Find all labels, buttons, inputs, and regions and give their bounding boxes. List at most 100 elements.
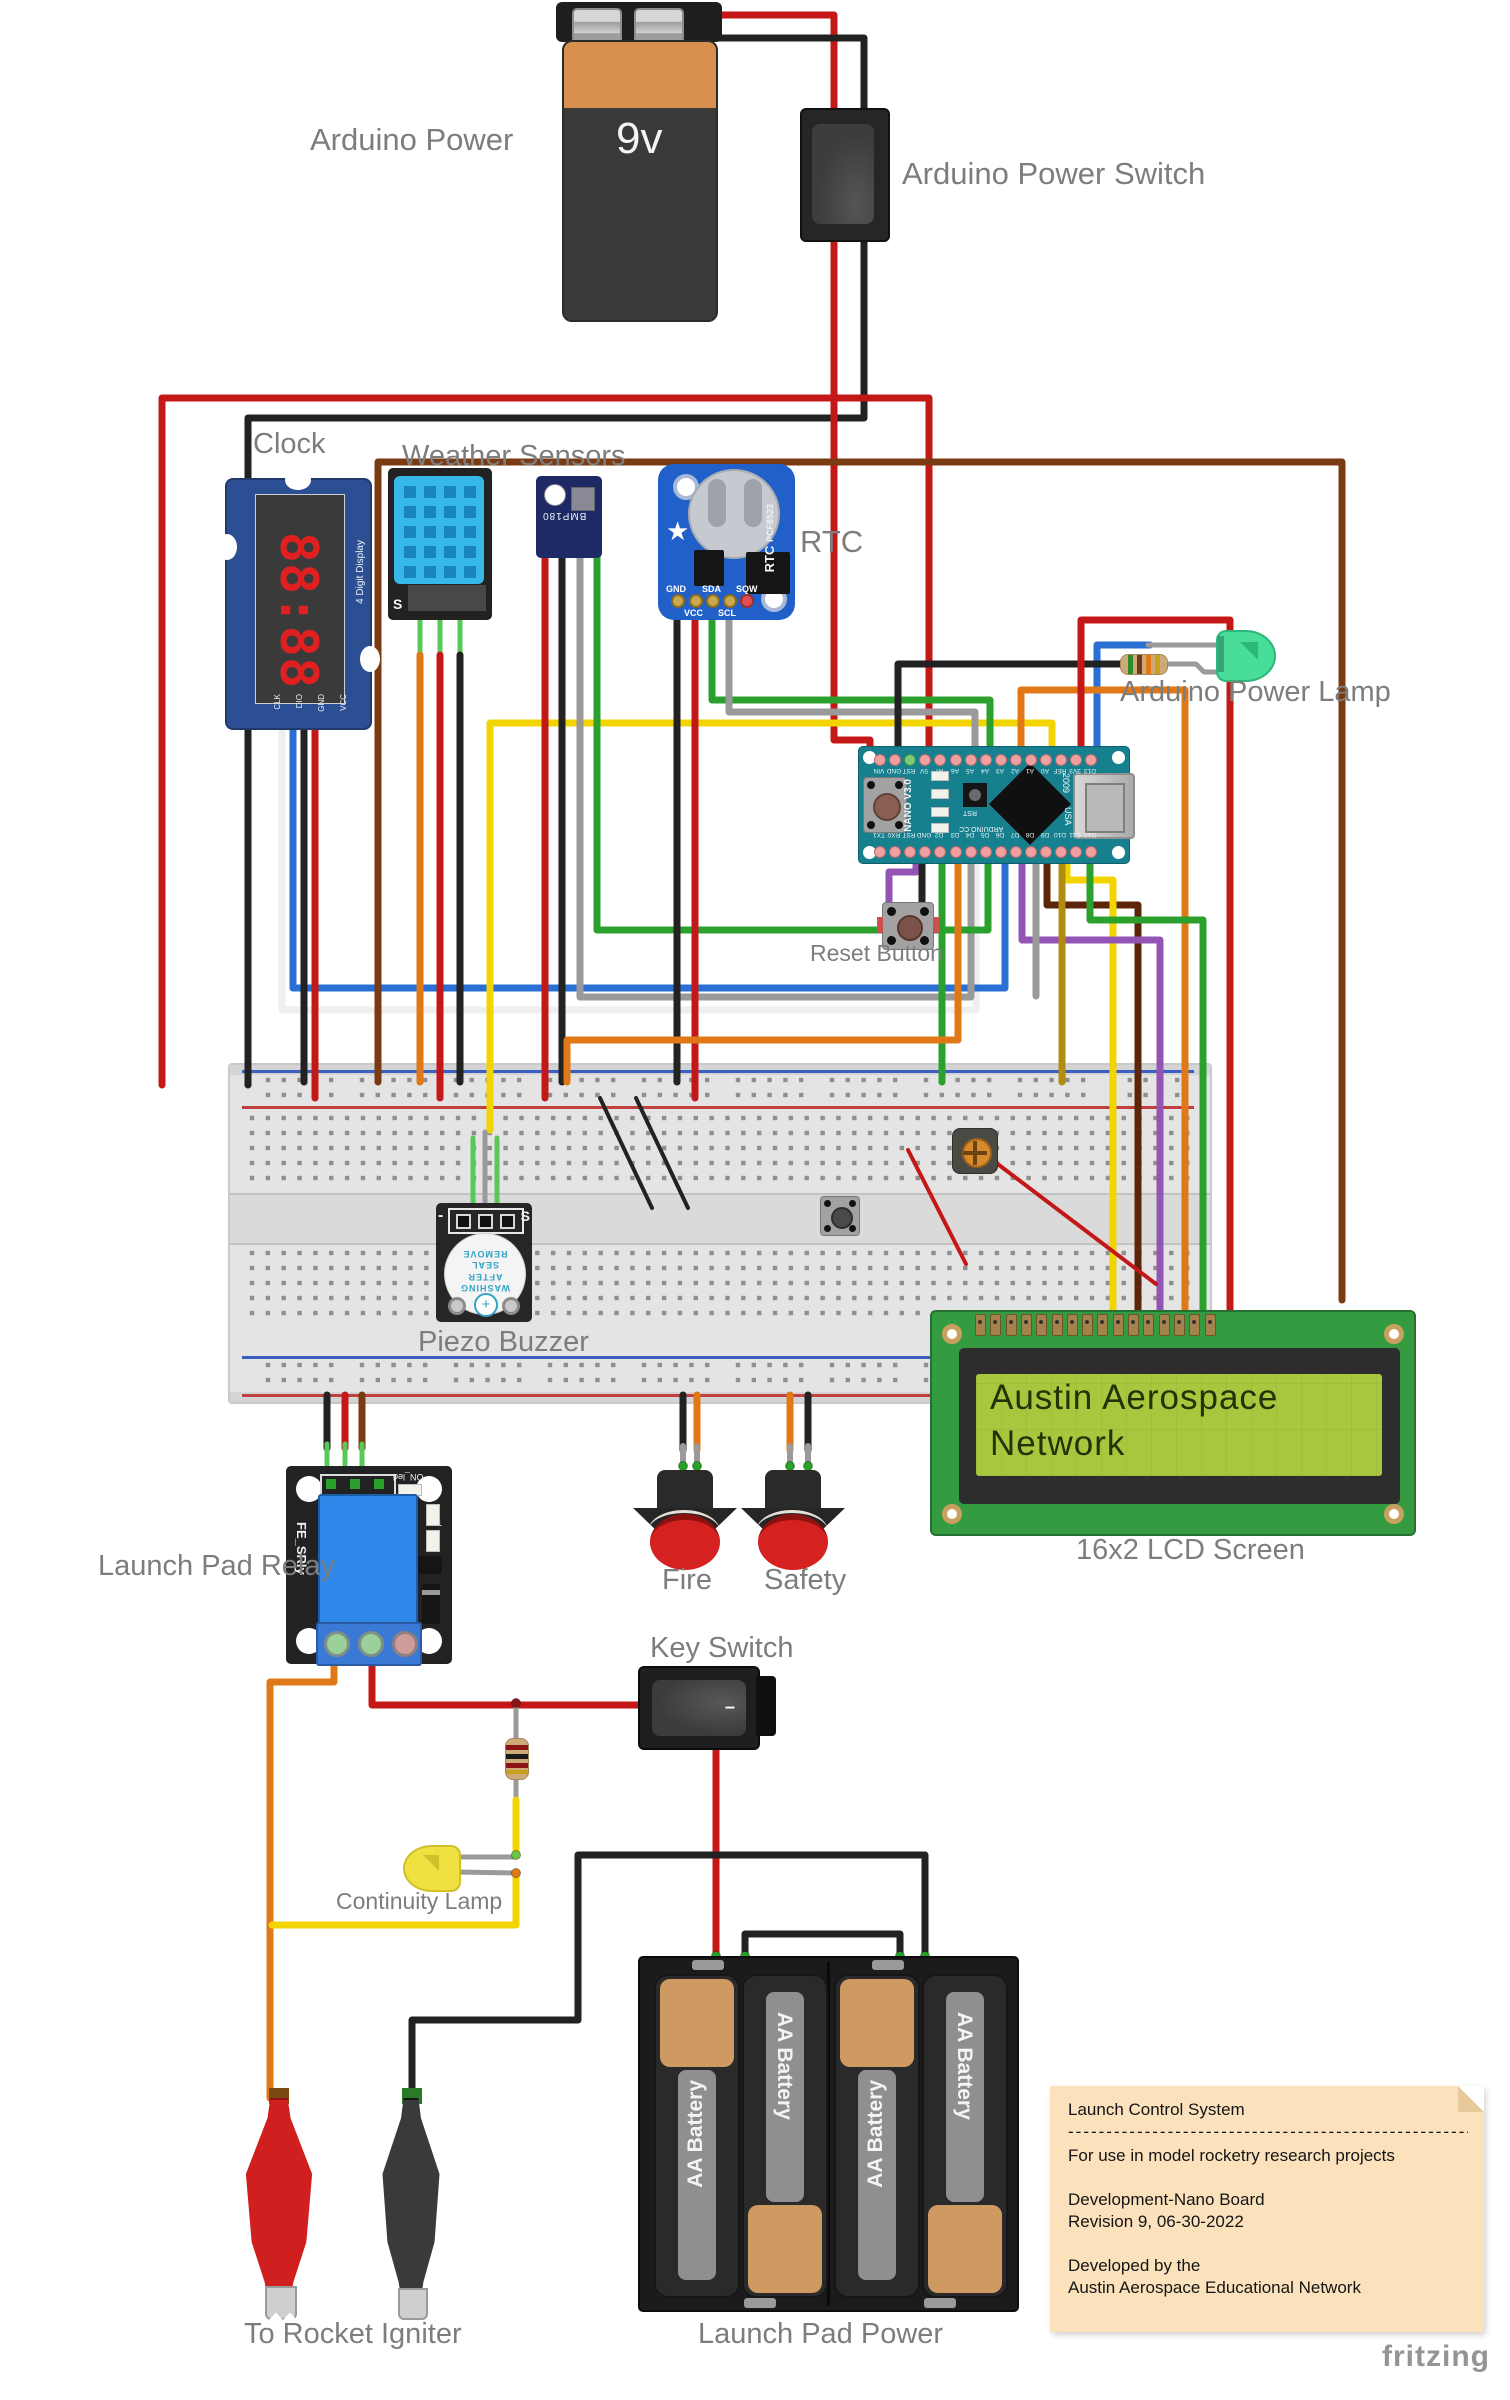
wire-black[interactable] xyxy=(598,1096,654,1210)
nano-pin-d8[interactable] xyxy=(1025,846,1037,858)
lcd-pin-6[interactable] xyxy=(1051,1314,1063,1336)
lcd-pin-7[interactable] xyxy=(1066,1314,1078,1336)
breadboard-pushbutton[interactable] xyxy=(820,1196,860,1236)
nano-pin-d2[interactable] xyxy=(934,846,947,858)
trim-potentiometer[interactable] xyxy=(952,1128,998,1174)
lcd-pin-8[interactable] xyxy=(1082,1314,1094,1336)
sticky-note[interactable]: Launch Control System ------------------… xyxy=(1050,2086,1484,2332)
nano-pin-a5[interactable] xyxy=(964,754,977,766)
dht11-sensor[interactable]: S xyxy=(388,468,492,620)
wire-red[interactable] xyxy=(906,1148,968,1266)
nano-reset-button[interactable] xyxy=(863,777,907,833)
wire-green[interactable] xyxy=(593,552,992,934)
wire-red[interactable] xyxy=(993,1160,1158,1286)
nano-pin-d9[interactable] xyxy=(1040,846,1053,858)
nano-pin-5v[interactable] xyxy=(919,754,932,766)
lcd-pin-4[interactable] xyxy=(1020,1314,1032,1336)
rtc-pin-sqw[interactable] xyxy=(740,594,754,608)
wire-orange[interactable] xyxy=(563,854,962,1086)
nano-pin-d5[interactable] xyxy=(979,846,992,858)
lcd-pin-12[interactable] xyxy=(1143,1314,1155,1336)
wire-white[interactable] xyxy=(278,722,980,1014)
lcd-pin-1[interactable] xyxy=(975,1314,986,1336)
nano-pin-ref[interactable] xyxy=(1055,754,1068,766)
continuity-resistor[interactable] xyxy=(505,1738,529,1780)
nano-pin-d10[interactable] xyxy=(1055,846,1068,858)
rtc-pin-vcc[interactable] xyxy=(689,594,703,608)
wire-gray[interactable] xyxy=(452,1869,517,1876)
battery-9v[interactable]: 9v xyxy=(556,2,722,322)
power-lamp-resistor[interactable] xyxy=(1120,654,1168,675)
rtc-pin-scl[interactable] xyxy=(723,594,737,608)
fire-button[interactable] xyxy=(630,1470,742,1570)
relay-screw-terminal[interactable] xyxy=(316,1622,422,1666)
nano-pin-d7[interactable] xyxy=(1009,846,1022,858)
wire-gray[interactable] xyxy=(725,598,979,759)
rtc-pin-gnd[interactable] xyxy=(671,594,685,608)
nano-pin-d3[interactable] xyxy=(949,846,962,858)
lcd-pin-13[interactable] xyxy=(1158,1314,1170,1336)
switch-rocker[interactable] xyxy=(812,124,874,224)
reset-button[interactable] xyxy=(877,902,939,950)
nano-pin-a7[interactable] xyxy=(934,754,947,766)
nano-pin-a0[interactable] xyxy=(1040,754,1053,766)
nano-pin-a4[interactable] xyxy=(979,754,992,766)
wire-orange[interactable] xyxy=(266,1656,338,2102)
safety-button[interactable] xyxy=(738,1470,850,1570)
breadboard[interactable] xyxy=(228,1063,1212,1404)
nano-pin-d12[interactable] xyxy=(1085,846,1098,858)
lcd-pin-9[interactable] xyxy=(1097,1314,1109,1336)
nano-pin-3v3[interactable] xyxy=(1070,754,1083,766)
lcd-pin-2[interactable] xyxy=(990,1314,1002,1336)
wire-blue[interactable] xyxy=(289,722,1009,992)
wire-black[interactable] xyxy=(741,1930,904,1960)
lcd-pin-15[interactable] xyxy=(1189,1314,1201,1336)
nano-pin-a1[interactable] xyxy=(1025,754,1037,766)
wire-yellow[interactable] xyxy=(486,719,1056,1134)
wire-purple[interactable] xyxy=(885,854,920,908)
lcd-pin-16[interactable] xyxy=(1204,1314,1216,1336)
wire-gray[interactable] xyxy=(1161,661,1219,675)
launch-pad-battery-pack[interactable]: AA Battery AA Battery AA Battery AA Batt… xyxy=(638,1956,1019,2312)
rtc-pin-sda[interactable] xyxy=(706,594,720,608)
nano-pin-d11[interactable] xyxy=(1070,846,1083,858)
nano-pin-rx0[interactable] xyxy=(889,846,902,858)
continuity-lamp-led[interactable] xyxy=(403,1845,461,1892)
lcd-pin-14[interactable] xyxy=(1173,1314,1185,1336)
wire-black[interactable] xyxy=(408,1851,929,2100)
launch-pad-relay[interactable]: ON_led FE_SRly R1 xyxy=(286,1466,452,1666)
nano-pin-a6[interactable] xyxy=(949,754,962,766)
nano-pin-a2[interactable] xyxy=(1009,754,1022,766)
nano-pin-gnd[interactable] xyxy=(889,754,902,766)
nano-pin-a3[interactable] xyxy=(994,754,1007,766)
rtc-module[interactable]: ★ GND SDA SQW VCC SCL RTC PCF8523 xyxy=(658,464,795,620)
wire-red[interactable] xyxy=(158,394,933,1089)
igniter-clip-black[interactable] xyxy=(380,2088,442,2320)
piezo-buzzer[interactable]: - S WASHING AFTER SEAL REMOVE + xyxy=(436,1203,532,1322)
nano-pin-d6[interactable] xyxy=(994,846,1007,858)
wire-red[interactable] xyxy=(1077,616,1234,1320)
nano-pin-d13[interactable] xyxy=(1085,754,1098,766)
wire-yellow[interactable] xyxy=(268,1869,520,1929)
wire-black[interactable] xyxy=(894,660,1126,759)
arduino-power-lamp-led[interactable] xyxy=(1216,630,1276,682)
lcd-pin-5[interactable] xyxy=(1036,1314,1048,1336)
nano-pin-vin[interactable] xyxy=(874,754,886,766)
lcd-pin-11[interactable] xyxy=(1128,1314,1139,1336)
lcd-pin-10[interactable] xyxy=(1112,1314,1124,1336)
lcd-screen-module[interactable]: Austin Aerospace Network xyxy=(930,1310,1416,1536)
wire-red[interactable] xyxy=(368,1656,677,1709)
key-switch-rocker[interactable] xyxy=(652,1680,746,1736)
igniter-clip-red[interactable] xyxy=(243,2088,315,2320)
wire-black[interactable] xyxy=(634,1096,690,1210)
key-switch[interactable]: I xyxy=(638,1666,760,1750)
nano-rst-button[interactable] xyxy=(963,783,987,807)
bmp180-sensor[interactable]: BMP180 xyxy=(536,476,602,558)
nano-pin-tx1[interactable] xyxy=(874,846,886,858)
lcd-pin-3[interactable] xyxy=(1005,1314,1017,1336)
wire-purple[interactable] xyxy=(1018,854,1164,1320)
wire-green[interactable] xyxy=(708,598,994,759)
wire-blue[interactable] xyxy=(1093,641,1154,759)
nano-pin-rst[interactable] xyxy=(904,754,917,766)
wire-green[interactable] xyxy=(1086,854,1207,1320)
